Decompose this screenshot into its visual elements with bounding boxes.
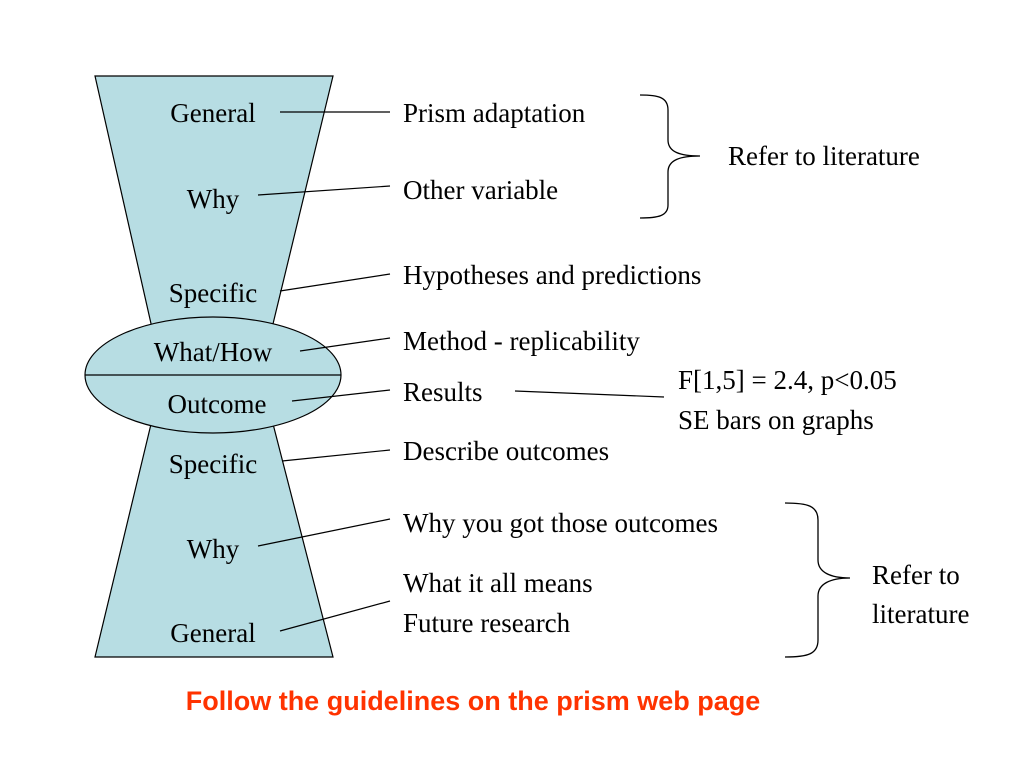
section-results: Results <box>403 377 483 407</box>
stage-label-outcome: Outcome <box>168 389 267 419</box>
brace-bottom <box>784 502 851 658</box>
section-why-outcomes: Why you got those outcomes <box>403 508 718 538</box>
connector-specific-top <box>279 273 391 292</box>
section-other-variable: Other variable <box>403 175 558 205</box>
stats-note-line1: F[1,5] = 2.4, p<0.05 <box>678 365 897 395</box>
stage-label-specific-top: Specific <box>169 278 257 308</box>
brace-top <box>639 94 701 219</box>
section-prism-adaptation: Prism adaptation <box>403 98 586 128</box>
stats-note-line2: SE bars on graphs <box>678 405 874 435</box>
section-what-it-means: What it all means <box>403 568 593 598</box>
stage-label-what-how: What/How <box>154 337 273 367</box>
section-method: Method - replicability <box>403 326 640 356</box>
connector-results-stats <box>514 390 665 398</box>
connector-why-bottom <box>257 518 391 547</box>
stage-label-why-bottom: Why <box>187 534 240 564</box>
refer-literature-bottom-line1: Refer to <box>872 560 960 590</box>
section-hypotheses: Hypotheses and predictions <box>403 260 701 290</box>
stage-label-general-top: General <box>170 98 255 128</box>
section-future-research: Future research <box>403 608 571 638</box>
connector-why-top <box>257 185 391 196</box>
footer-guideline-text: Follow the guidelines on the prism web p… <box>185 686 761 716</box>
section-describe-outcomes: Describe outcomes <box>403 436 609 466</box>
stage-label-general-bottom: General <box>170 618 255 648</box>
refer-literature-bottom-line2: literature <box>872 599 969 629</box>
connector-general-bottom <box>279 600 391 632</box>
connector-what-how <box>299 337 391 352</box>
stage-label-why-top: Why <box>187 184 240 214</box>
connector-lines <box>257 111 665 632</box>
refer-literature-top: Refer to literature <box>728 141 920 171</box>
connector-specific-bottom <box>281 449 391 462</box>
connector-outcome <box>291 389 391 402</box>
stage-label-specific-bottom: Specific <box>169 449 257 479</box>
